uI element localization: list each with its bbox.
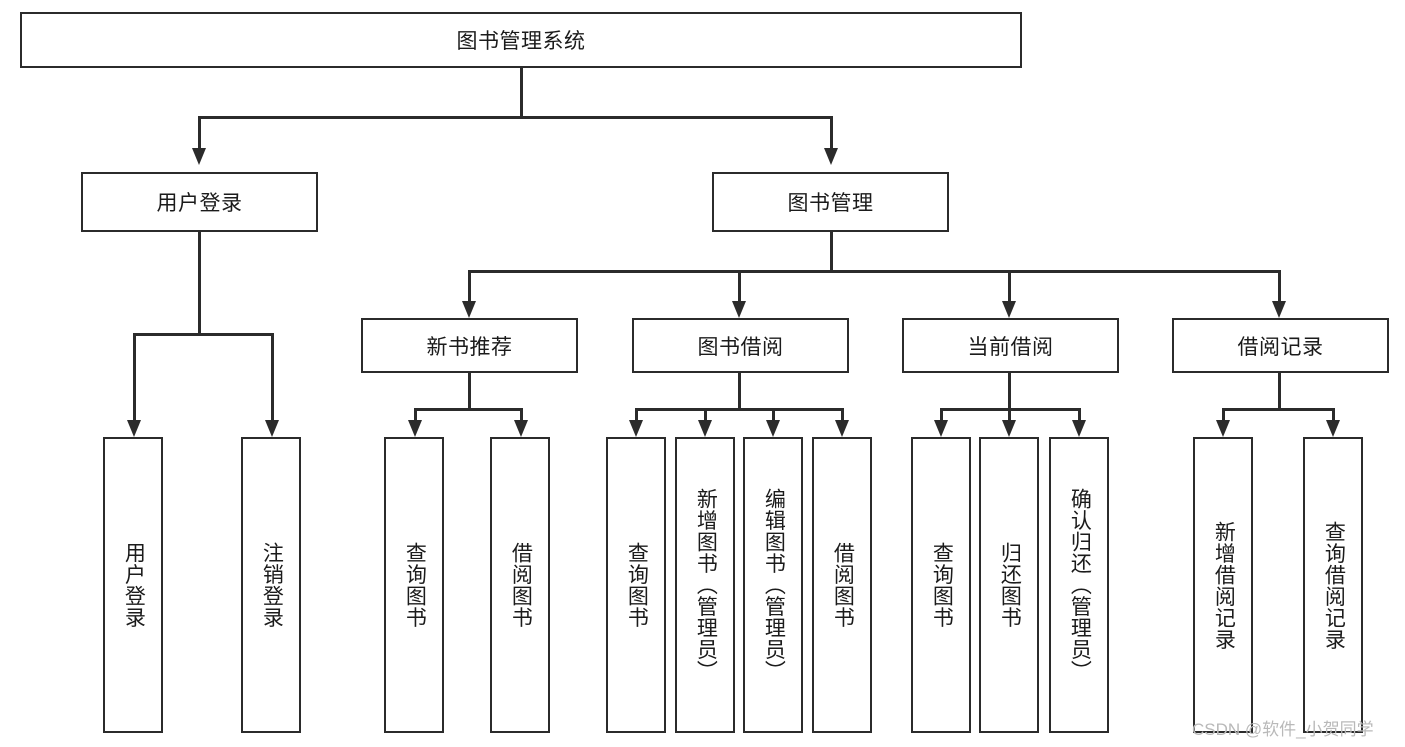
arrow-to-leaf-edit-book (766, 420, 780, 437)
leaf-label: 新增图书（管理员） (694, 488, 718, 682)
arrow-to-book-management (824, 148, 838, 165)
arrow-to-leaf-logout (265, 420, 279, 437)
node-label: 图书借阅 (697, 335, 784, 359)
connector-borrow-record-bus (1222, 408, 1334, 411)
node-label: 用户登录 (156, 192, 243, 215)
connector-current-borrow-stem (1008, 373, 1011, 410)
arrow-to-leaf-borrow-book-nb (514, 420, 528, 437)
leaf-query-book-current[interactable]: 查询图书 (911, 437, 971, 733)
node-current-borrow[interactable]: 当前借阅 (902, 318, 1119, 373)
leaf-label: 归还图书 (998, 542, 1022, 628)
leaf-confirm-return-admin[interactable]: 确认归还（管理员） (1049, 437, 1109, 733)
leaf-edit-book-admin[interactable]: 编辑图书（管理员） (743, 437, 803, 733)
connector-level2-drop-1 (468, 270, 471, 301)
node-label: 新书推荐 (426, 335, 513, 359)
connector-book-borrow-drop-4 (841, 408, 844, 420)
connector-book-borrow-bus (635, 408, 843, 411)
leaf-logout[interactable]: 注销登录 (241, 437, 301, 733)
connector-level1-drop-right (830, 116, 833, 148)
arrow-to-new-book-recommend (462, 301, 476, 318)
leaf-label: 注销登录 (260, 542, 284, 628)
leaf-label: 新增借阅记录 (1212, 520, 1236, 650)
leaf-label: 编辑图书（管理员） (762, 488, 786, 682)
node-borrow-record[interactable]: 借阅记录 (1172, 318, 1389, 373)
leaf-user-login[interactable]: 用户登录 (103, 437, 163, 733)
arrow-to-leaf-add-record (1216, 420, 1230, 437)
connector-current-borrow-drop-3 (1078, 408, 1081, 420)
connector-book-borrow-drop-3 (772, 408, 775, 420)
connector-user-login-drop-1 (133, 333, 136, 420)
node-root-book-management-system[interactable]: 图书管理系统 (20, 12, 1022, 68)
connector-user-login-stem (198, 232, 201, 335)
arrow-to-leaf-query-record (1326, 420, 1340, 437)
connector-book-borrow-drop-1 (635, 408, 638, 420)
connector-level2-bus (468, 270, 1280, 273)
connector-current-borrow-drop-2 (1008, 408, 1011, 420)
connector-level2-drop-3 (1008, 270, 1011, 301)
connector-level2-drop-4 (1278, 270, 1281, 301)
leaf-add-borrow-record[interactable]: 新增借阅记录 (1193, 437, 1253, 733)
leaf-label: 查询图书 (403, 542, 427, 628)
arrow-to-borrow-record (1272, 301, 1286, 318)
leaf-return-book[interactable]: 归还图书 (979, 437, 1039, 733)
connector-current-borrow-drop-1 (940, 408, 943, 420)
node-new-book-recommend[interactable]: 新书推荐 (361, 318, 578, 373)
arrow-to-leaf-query-book-cb (934, 420, 948, 437)
node-label: 当前借阅 (967, 335, 1054, 359)
node-user-login[interactable]: 用户登录 (81, 172, 318, 232)
leaf-label: 用户登录 (122, 542, 146, 628)
connector-new-book-stem (468, 373, 471, 410)
arrow-to-leaf-confirm-return (1072, 420, 1086, 437)
leaf-label: 查询图书 (930, 542, 954, 628)
connector-borrow-record-stem (1278, 373, 1281, 410)
arrow-to-current-borrow (1002, 301, 1016, 318)
connector-user-login-drop-2 (271, 333, 274, 420)
connector-book-borrow-drop-2 (704, 408, 707, 420)
connector-borrow-record-drop-2 (1332, 408, 1335, 420)
arrow-to-book-borrow (732, 301, 746, 318)
connector-level1-drop-left (198, 116, 201, 148)
arrow-to-leaf-query-book-nb (408, 420, 422, 437)
leaf-label: 查询图书 (625, 542, 649, 628)
leaf-query-book-new-recommend[interactable]: 查询图书 (384, 437, 444, 733)
connector-new-book-drop-1 (414, 408, 417, 420)
arrow-to-leaf-return-book (1002, 420, 1016, 437)
arrow-to-leaf-add-book (698, 420, 712, 437)
arrow-to-leaf-user-login (127, 420, 141, 437)
leaf-query-book-borrow[interactable]: 查询图书 (606, 437, 666, 733)
arrow-to-user-login (192, 148, 206, 165)
node-label: 图书管理 (787, 192, 874, 215)
arrow-to-leaf-query-book-bb (629, 420, 643, 437)
node-book-management[interactable]: 图书管理 (712, 172, 949, 232)
connector-user-login-bus (133, 333, 272, 336)
leaf-borrow-book-new-recommend[interactable]: 借阅图书 (490, 437, 550, 733)
connector-root-stem (520, 68, 523, 118)
node-book-borrow[interactable]: 图书借阅 (632, 318, 849, 373)
leaf-query-borrow-record[interactable]: 查询借阅记录 (1303, 437, 1363, 733)
leaf-label: 借阅图书 (509, 542, 533, 628)
csdn-watermark: CSDN @软件_小贺同学 (1192, 720, 1374, 739)
leaf-label: 借阅图书 (831, 542, 855, 628)
leaf-borrow-book[interactable]: 借阅图书 (812, 437, 872, 733)
arrow-to-leaf-borrow-book-bb (835, 420, 849, 437)
leaf-label: 查询借阅记录 (1322, 520, 1346, 650)
connector-new-book-bus (414, 408, 522, 411)
connector-level2-drop-2 (738, 270, 741, 301)
node-label: 借阅记录 (1237, 335, 1324, 359)
connector-borrow-record-drop-1 (1222, 408, 1225, 420)
leaf-label: 确认归还（管理员） (1068, 488, 1092, 682)
connector-level1-bus (198, 116, 832, 119)
connector-new-book-drop-2 (520, 408, 523, 420)
leaf-add-book-admin[interactable]: 新增图书（管理员） (675, 437, 735, 733)
node-label: 图书管理系统 (456, 30, 586, 53)
connector-book-management-stem (830, 232, 833, 272)
connector-book-borrow-stem (738, 373, 741, 410)
